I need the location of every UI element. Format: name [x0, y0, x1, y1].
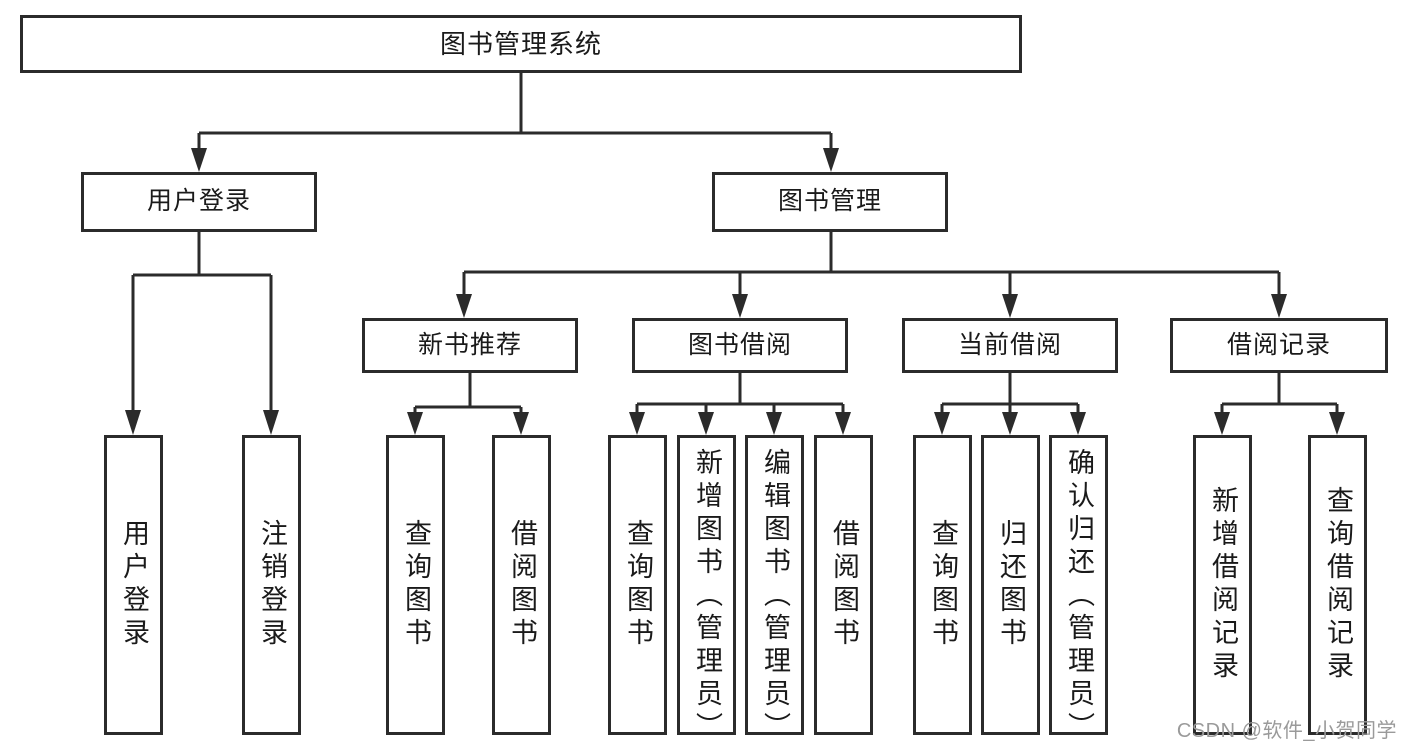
node-book-borrow-label: 图书借阅 — [687, 330, 792, 359]
node-leaf-return-book-label: 归还图书 — [996, 519, 1026, 651]
node-leaf-query-record[interactable]: 查询借阅记录 — [1308, 435, 1367, 735]
arrowhead-borrow-book-2 — [835, 412, 851, 435]
node-leaf-query-book-3-label: 查询图书 — [928, 519, 958, 651]
node-root-system[interactable]: 图书管理系统 — [20, 15, 1022, 73]
node-leaf-return-book[interactable]: 归还图书 — [981, 435, 1040, 735]
arrowhead-leaf-user-logout — [263, 410, 279, 435]
arrowhead-leaf-user-login — [125, 410, 141, 435]
arrowhead-borrow-record — [1271, 294, 1287, 318]
node-user-login[interactable]: 用户登录 — [81, 172, 317, 232]
arrowhead-book-manage — [823, 148, 839, 172]
arrowhead-book-borrow — [732, 294, 748, 318]
node-leaf-query-book-1-label: 查询图书 — [401, 519, 431, 651]
csdn-watermark: CSDN @软件_小贺同学 — [1176, 720, 1397, 742]
node-borrow-record[interactable]: 借阅记录 — [1170, 318, 1388, 373]
arrowhead-return-book — [1002, 412, 1018, 435]
node-book-manage[interactable]: 图书管理 — [712, 172, 948, 232]
node-leaf-borrow-book-1-label: 借阅图书 — [507, 519, 537, 651]
node-leaf-query-record-label: 查询借阅记录 — [1323, 486, 1353, 684]
node-leaf-edit-book[interactable]: 编辑图书（管理员） — [745, 435, 804, 745]
node-leaf-confirm-return[interactable]: 确认归还（管理员） — [1049, 435, 1108, 745]
node-leaf-add-record-label: 新增借阅记录 — [1208, 486, 1238, 684]
node-leaf-add-book-label: 新增图书（管理员） — [692, 448, 722, 745]
node-leaf-user-logout-label: 注销登录 — [257, 519, 287, 651]
node-current-borrow[interactable]: 当前借阅 — [902, 318, 1118, 373]
node-current-borrow-label: 当前借阅 — [957, 330, 1062, 359]
arrowhead-user-login — [191, 148, 207, 172]
node-leaf-edit-book-label: 编辑图书（管理员） — [760, 448, 790, 745]
node-leaf-user-logout[interactable]: 注销登录 — [242, 435, 301, 735]
node-leaf-borrow-book-1[interactable]: 借阅图书 — [492, 435, 551, 735]
arrowhead-query-record — [1329, 412, 1345, 435]
arrowhead-query-book-3 — [934, 412, 950, 435]
node-leaf-user-login[interactable]: 用户登录 — [104, 435, 163, 735]
node-leaf-user-login-label: 用户登录 — [119, 519, 149, 651]
arrowhead-confirm-return — [1070, 412, 1086, 435]
node-leaf-query-book-2-label: 查询图书 — [623, 519, 653, 651]
node-leaf-query-book-2[interactable]: 查询图书 — [608, 435, 667, 735]
node-new-book-rec[interactable]: 新书推荐 — [362, 318, 578, 373]
arrowhead-query-book-2 — [629, 412, 645, 435]
node-borrow-record-label: 借阅记录 — [1226, 330, 1331, 359]
arrowhead-edit-book — [766, 412, 782, 435]
node-user-login-label: 用户登录 — [146, 187, 251, 216]
node-leaf-borrow-book-2-label: 借阅图书 — [829, 519, 859, 651]
node-new-book-rec-label: 新书推荐 — [417, 330, 522, 359]
node-leaf-confirm-return-label: 确认归还（管理员） — [1064, 448, 1094, 745]
node-leaf-add-record[interactable]: 新增借阅记录 — [1193, 435, 1252, 735]
node-book-manage-label: 图书管理 — [777, 187, 882, 216]
arrowhead-current-borrow — [1002, 294, 1018, 318]
node-leaf-query-book-1[interactable]: 查询图书 — [386, 435, 445, 735]
node-leaf-add-book[interactable]: 新增图书（管理员） — [677, 435, 736, 745]
node-book-borrow[interactable]: 图书借阅 — [632, 318, 848, 373]
node-root-system-label: 图书管理系统 — [439, 28, 602, 59]
node-leaf-borrow-book-2[interactable]: 借阅图书 — [814, 435, 873, 735]
arrowhead-add-record — [1214, 412, 1230, 435]
node-leaf-query-book-3[interactable]: 查询图书 — [913, 435, 972, 735]
arrowhead-query-book-1 — [407, 412, 423, 435]
arrowhead-borrow-book-1 — [513, 412, 529, 435]
arrowhead-add-book — [698, 412, 714, 435]
arrowhead-new-book-rec — [456, 294, 472, 318]
